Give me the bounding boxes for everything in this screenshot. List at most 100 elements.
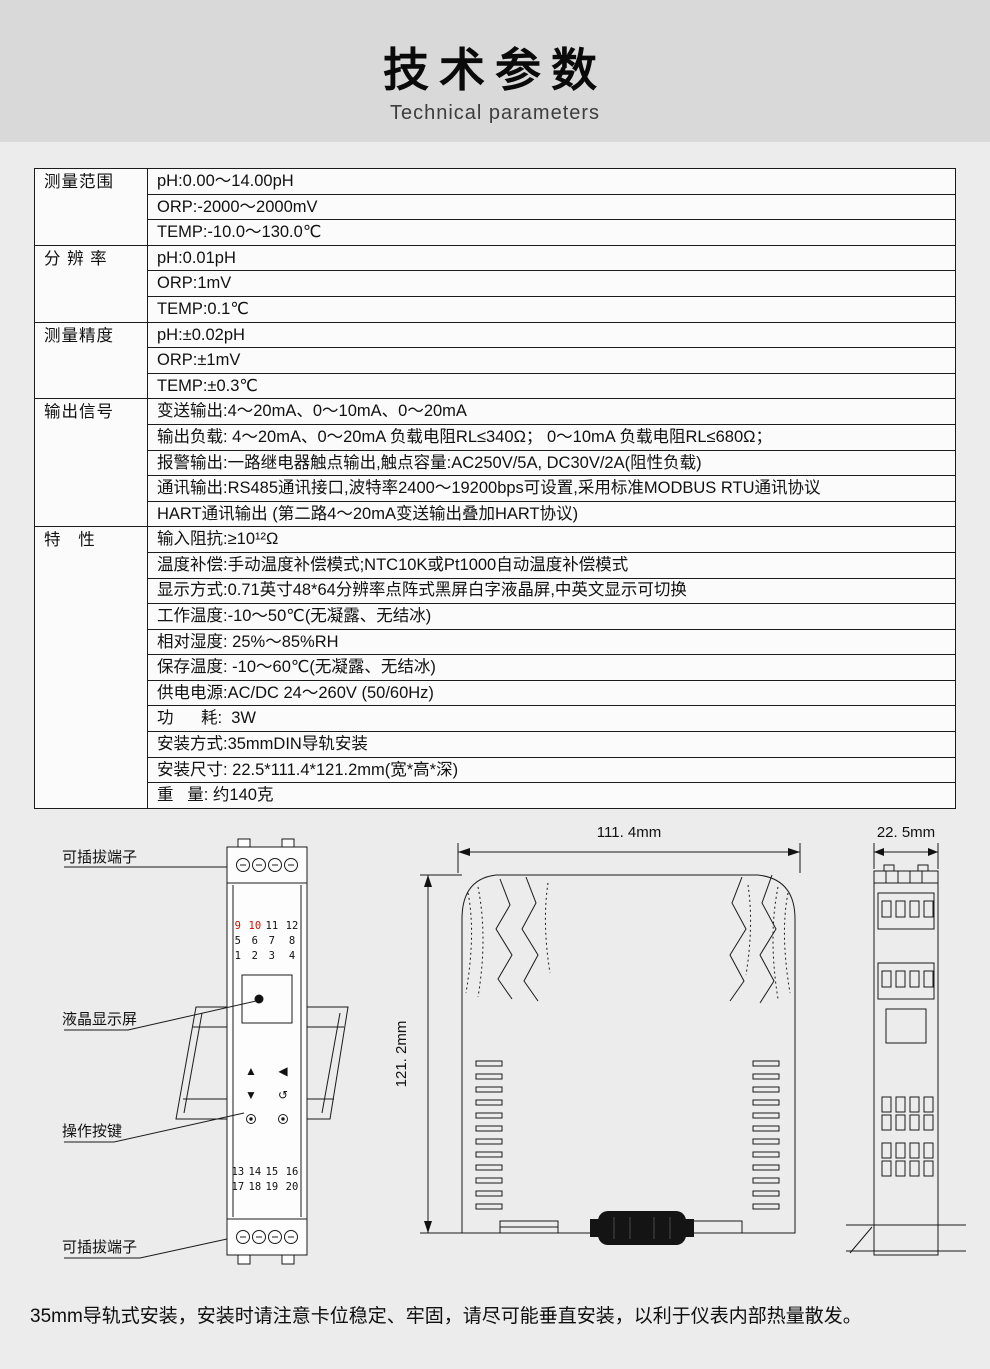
- svg-text:9 10 11 12: 9 10 11 12: [235, 920, 299, 932]
- terminal-number: 17: [232, 1181, 245, 1193]
- spec-value: 显示方式:0.71英寸48*64分辨率点阵式黑屏白字液晶屏,中英文显示可切换: [147, 577, 956, 605]
- enter-loop-icon: ↺: [278, 1088, 288, 1102]
- vent-slots-left: [475, 1060, 503, 1210]
- table-row: 输出负载: 4～20mA、0～20mA 负载电阻RL≤340Ω； 0～10mA …: [35, 423, 956, 451]
- spec-value: ORP:1mV: [147, 270, 956, 297]
- spec-value: 供电电源:AC/DC 24～260V (50/60Hz): [147, 679, 956, 707]
- spec-value: 变送输出:4～20mA、0～10mA、0～20mA: [147, 398, 956, 425]
- table-row: 测量精度 pH:±0.02pH: [34, 321, 956, 400]
- spec-value: 安装方式:35mmDIN导轨安装: [147, 731, 956, 758]
- spec-value: 功 耗: 3W: [147, 705, 956, 733]
- svg-text:13 14 15 16: 13 14 15 16: [232, 1166, 299, 1178]
- terminal-number: 18: [249, 1181, 262, 1193]
- housing-outline: [461, 874, 796, 1234]
- terminal-grid-lower: [881, 1142, 934, 1177]
- terminal-grid-upper: [881, 1096, 934, 1131]
- table-row: 安装方式:35mmDIN导轨安装: [35, 731, 956, 758]
- spec-value: HART通讯输出 (第二路4～20mA变送输出叠加HART协议): [147, 500, 956, 528]
- installation-note: 35mm导轨式安装，安装时请注意卡位稳定、牢固，请尽可能垂直安装，以利于仪表内部…: [30, 1305, 862, 1327]
- dim-height-label: 121. 2mm: [393, 1020, 410, 1087]
- terminal-number: 11: [266, 920, 279, 932]
- table-row: 重 量: 约140克: [35, 782, 956, 809]
- terminal-screws-bottom: [236, 1229, 298, 1244]
- svg-text:1 2 3 4: 1 2 3 4: [235, 950, 295, 962]
- table-row: 特 性 输入阻抗:≥10¹²Ω: [34, 526, 956, 809]
- terminal-number: 3: [269, 950, 275, 962]
- table-row: TEMP:±0.3℃: [35, 372, 956, 400]
- terminal-number: 4: [289, 950, 295, 962]
- spec-value: pH:±0.02pH: [147, 321, 956, 349]
- din-latch: [590, 1210, 694, 1245]
- terminal-number: 12: [286, 920, 299, 932]
- table-row: 分 辨 率 pH:0.01pH: [34, 244, 956, 323]
- up-arrow-icon: ▲: [245, 1064, 257, 1078]
- spec-value: pH:0.00～14.00pH: [147, 168, 956, 195]
- page-subtitle: Technical parameters: [389, 102, 601, 124]
- spec-value: TEMP:±0.3℃: [147, 372, 956, 400]
- end-view: [846, 842, 966, 1256]
- table-row: 测量范围 pH:0.00～14.00pH: [34, 168, 956, 246]
- terminal-number: 1: [235, 950, 241, 962]
- terminal-screws-top: [236, 857, 298, 872]
- spec-value: 保存温度: -10～60℃(无凝露、无结冰): [147, 654, 956, 681]
- svg-text:5 6 7 8: 5 6 7 8: [235, 935, 295, 947]
- table-row: TEMP:0.1℃: [35, 295, 956, 323]
- front-view: [226, 838, 308, 1265]
- table-row: 工作温度:-10～50℃(无凝露、无结冰): [35, 603, 956, 630]
- lcd-screen: [241, 974, 293, 1024]
- terminal-number: 2: [252, 950, 258, 962]
- terminal-number: 19: [266, 1181, 279, 1193]
- terminal-number: 9: [235, 920, 241, 932]
- table-row: TEMP:-10.0～130.0℃: [35, 219, 956, 246]
- left-arrow-icon: ◀: [278, 1064, 288, 1078]
- label-plate: [885, 1008, 927, 1044]
- label-plug-bottom: 可插拔端子: [62, 1239, 137, 1256]
- terminal-number: 8: [289, 935, 295, 947]
- spec-value: 输入阻抗:≥10¹²Ω: [147, 526, 956, 553]
- table-row: 功 耗: 3W: [35, 705, 956, 733]
- table-row: 报警输出:一路继电器触点输出,触点容量:AC250V/5A, DC30V/2A(…: [35, 449, 956, 477]
- table-row: 安装尺寸: 22.5*111.4*121.2mm(宽*高*深): [35, 756, 956, 784]
- terminal-number: 15: [266, 1166, 279, 1178]
- spec-group-label: 测量精度: [34, 321, 148, 400]
- vent-slots-right: [752, 1060, 780, 1210]
- terminal-number: 16: [286, 1166, 299, 1178]
- table-row: ORP:-2000～2000mV: [35, 193, 956, 221]
- spec-value: ORP:-2000～2000mV: [147, 193, 956, 221]
- spec-value: ORP:±1mV: [147, 347, 956, 374]
- spec-group-label: 特 性: [34, 526, 148, 809]
- side-view: [420, 842, 801, 1245]
- terminal-number: 14: [249, 1166, 262, 1178]
- spec-value: 通讯输出:RS485通讯接口,波特率2400～19200bps可设置,采用标准M…: [147, 475, 956, 502]
- installation-diagram: 9 10 11 12 5 6 7 8 1 2 3 4 13 14 15 16 1…: [62, 824, 966, 1265]
- dim-depth: [873, 842, 939, 869]
- label-lcd: 液晶显示屏: [62, 1011, 137, 1028]
- spec-value: pH:0.01pH: [147, 244, 956, 272]
- dim-depth-label: 22. 5mm: [877, 824, 935, 841]
- down-arrow-icon: ▼: [245, 1088, 257, 1102]
- dim-height: [420, 874, 462, 1234]
- callouts: 可插拔端子 液晶显示屏 操作按键 可插拔端子: [62, 849, 257, 1259]
- table-row: 通讯输出:RS485通讯接口,波特率2400～19200bps可设置,采用标准M…: [35, 475, 956, 502]
- spec-value: 工作温度:-10～50℃(无凝露、无结冰): [147, 603, 956, 630]
- spec-value: 温度补偿:手动温度补偿模式;NTC10K或Pt1000自动温度补偿模式: [147, 551, 956, 579]
- dim-width: [457, 842, 801, 873]
- page-title: 技术参数: [383, 44, 607, 96]
- spec-group-label: 测量范围: [34, 168, 148, 246]
- terminal-number: 7: [269, 935, 275, 947]
- terminal-numbers: 9 10 11 12 5 6 7 8 1 2 3 4 13 14 15 16 1…: [232, 920, 299, 1193]
- dim-width-label: 111. 4mm: [597, 824, 661, 841]
- terminal-number: 20: [286, 1181, 299, 1193]
- table-row: 相对湿度: 25%～85%RH: [35, 628, 956, 656]
- spec-value: 安装尺寸: 22.5*111.4*121.2mm(宽*高*深): [147, 756, 956, 784]
- spec-value: 输出负载: 4～20mA、0～20mA 负载电阻RL≤340Ω； 0～10mA …: [147, 423, 956, 451]
- table-row: 供电电源:AC/DC 24～260V (50/60Hz): [35, 679, 956, 707]
- table-row: HART通讯输出 (第二路4～20mA变送输出叠加HART协议): [35, 500, 956, 528]
- lcd-dot: [254, 994, 264, 1004]
- page-header: 技术参数 Technical parameters: [0, 0, 990, 142]
- table-row: ORP:1mV: [35, 270, 956, 297]
- spec-value: 报警输出:一路继电器触点输出,触点容量:AC250V/5A, DC30V/2A(…: [147, 449, 956, 477]
- terminal-number: 10: [249, 920, 262, 932]
- table-row: 温度补偿:手动温度补偿模式;NTC10K或Pt1000自动温度补偿模式: [35, 551, 956, 579]
- spec-value: 重 量: 约140克: [147, 782, 956, 809]
